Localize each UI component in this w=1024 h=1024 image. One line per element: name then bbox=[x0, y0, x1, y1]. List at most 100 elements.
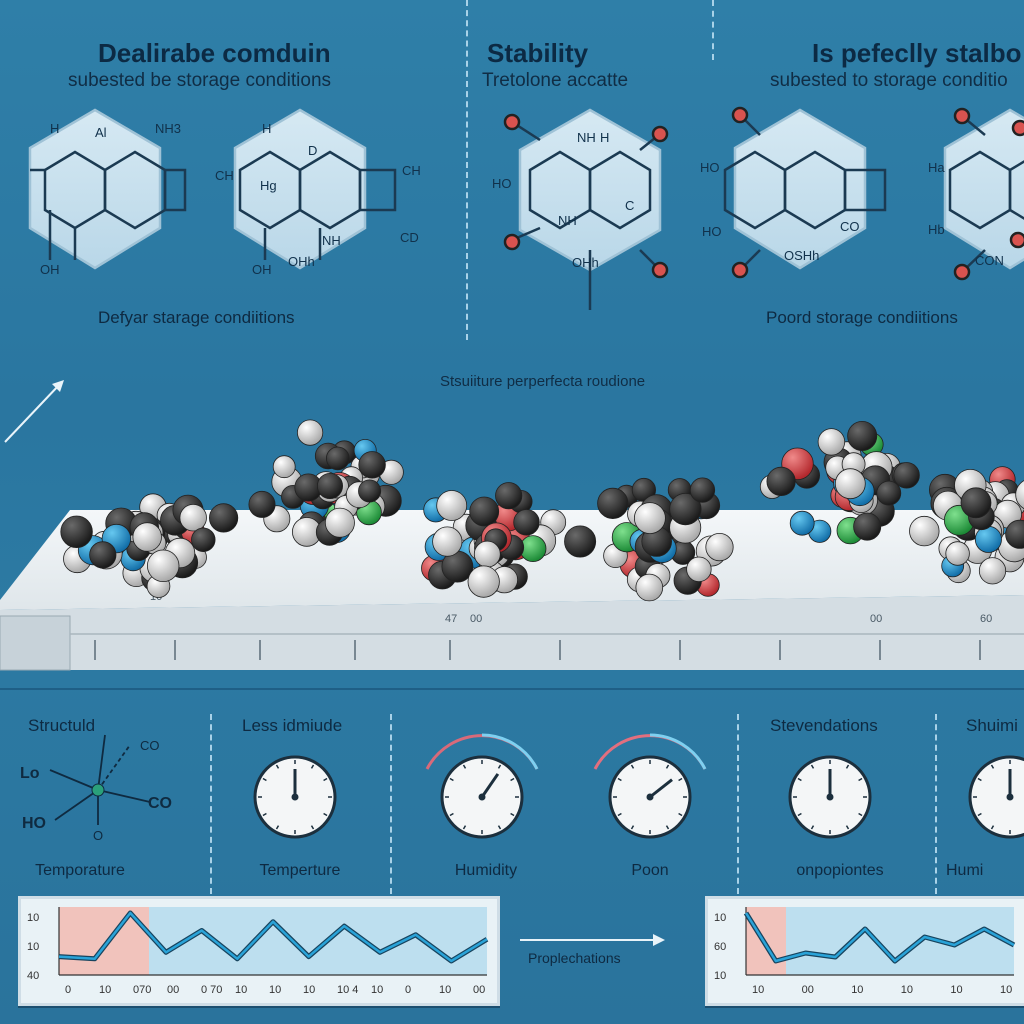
structure-atom: O bbox=[93, 828, 103, 843]
structure-atom: HO bbox=[22, 815, 46, 832]
gauge-needle bbox=[480, 773, 500, 798]
atom-sphere bbox=[945, 541, 970, 566]
gauge-tick bbox=[678, 777, 683, 782]
atom-sphere bbox=[766, 466, 796, 497]
gauge-arc-cool bbox=[649, 733, 707, 770]
atom-sphere bbox=[358, 451, 386, 479]
molecule-diagrams: H Al NH3 OH D CH CH Hg NH OHh OH CD H NH… bbox=[28, 106, 1024, 310]
middle-title: Stability bbox=[487, 38, 589, 68]
atom-sphere bbox=[60, 515, 93, 549]
atom-sphere bbox=[432, 526, 463, 557]
gauge-tick bbox=[665, 825, 670, 830]
atom-label: NH3 bbox=[155, 121, 181, 136]
dial-label: Humi bbox=[946, 862, 984, 879]
gauge-hub bbox=[1006, 793, 1014, 801]
atom-spheres bbox=[60, 419, 1024, 602]
atom-label: OHh bbox=[572, 255, 599, 270]
x-tick-label: 10 bbox=[99, 984, 111, 996]
gauge-tick bbox=[262, 777, 267, 782]
atom-sphere bbox=[495, 482, 523, 510]
gauge-hub bbox=[646, 793, 654, 801]
gauge-tick bbox=[665, 764, 670, 769]
atom-sphere bbox=[89, 541, 117, 569]
gauge-tick bbox=[630, 825, 635, 830]
y-tick-label: 40 bbox=[27, 970, 39, 982]
dial-label: onpopiontes bbox=[796, 862, 884, 879]
bottom-divider-4 bbox=[935, 714, 937, 894]
atom-sphere bbox=[705, 533, 734, 562]
atom-sphere bbox=[669, 493, 702, 526]
atom-sphere bbox=[325, 446, 350, 471]
atom-label: NH bbox=[322, 233, 341, 248]
right-title: Is pefeclly stalbo bbox=[812, 38, 1022, 68]
x-tick-label: 10 bbox=[752, 984, 764, 996]
gauge-tick bbox=[617, 777, 622, 782]
gauge-tick bbox=[845, 825, 850, 830]
gauge-tick bbox=[990, 825, 995, 830]
gauges bbox=[253, 733, 1024, 839]
gauge-tick bbox=[262, 812, 267, 817]
x-tick-label: 10 bbox=[851, 984, 863, 996]
molecular-model: 10 47 00 00 60 bbox=[0, 380, 1024, 671]
gauge-tick bbox=[323, 812, 328, 817]
molecule-3 bbox=[503, 108, 669, 310]
x-tick-label: 10 4 bbox=[337, 984, 358, 996]
gauge-hub bbox=[826, 793, 834, 801]
structure-atom: Lo bbox=[20, 765, 40, 782]
atom-sphere bbox=[834, 468, 866, 500]
atom-label: Al bbox=[95, 125, 107, 140]
atom-sphere bbox=[248, 490, 276, 518]
dial-header: Less idmiude bbox=[242, 716, 343, 735]
x-tick-label: 10 bbox=[235, 984, 247, 996]
left-title: Dealirabe comduin bbox=[98, 38, 331, 68]
gauge-tick bbox=[810, 825, 815, 830]
atom-sphere bbox=[634, 502, 666, 535]
atom-sphere bbox=[893, 462, 920, 489]
bottom-divider-2 bbox=[390, 714, 392, 894]
gauge-face bbox=[968, 755, 1024, 839]
y-tick-label: 10 bbox=[27, 941, 39, 953]
right-caption: Poord storage condiitions bbox=[766, 308, 958, 327]
atom-label: Hg bbox=[260, 178, 277, 193]
atom-label: Ha bbox=[928, 160, 945, 175]
gauge-tick bbox=[497, 825, 502, 830]
gauge-tick bbox=[630, 764, 635, 769]
x-tick-label: 10 bbox=[901, 984, 913, 996]
x-tick-label: 00 bbox=[473, 984, 485, 996]
atom-label: NH bbox=[558, 213, 577, 228]
gauge-tick bbox=[275, 764, 280, 769]
atom-sphere bbox=[324, 507, 355, 538]
platform-front bbox=[0, 595, 1024, 670]
x-tick-label: 00 bbox=[802, 984, 814, 996]
gauge-tick bbox=[845, 764, 850, 769]
atom-sphere bbox=[686, 556, 712, 583]
top-section: Dealirabe comduin subested be storage co… bbox=[0, 0, 1024, 360]
atom-sphere bbox=[689, 477, 716, 503]
gauge-tick bbox=[977, 812, 982, 817]
atom-sphere bbox=[473, 540, 501, 568]
gauge-tick bbox=[797, 777, 802, 782]
atom-label: CO bbox=[840, 219, 860, 234]
atom-label: CON bbox=[975, 253, 1004, 268]
molecule-5 bbox=[943, 107, 1024, 281]
atom-label: C bbox=[625, 198, 634, 213]
cool-band bbox=[786, 907, 1014, 975]
gauge-needle bbox=[649, 778, 673, 799]
molecule-1 bbox=[28, 108, 187, 270]
x-tick-label: 0 bbox=[405, 984, 411, 996]
y-tick-label: 60 bbox=[714, 941, 726, 953]
atom-sphere bbox=[469, 496, 500, 527]
bottom-section: Structuld Lo HO CO O CO Temporature Less… bbox=[0, 690, 1024, 1024]
chart-arrow-label: Proplechations bbox=[528, 950, 621, 966]
atom-sphere bbox=[974, 525, 1002, 553]
bottom-divider-1 bbox=[210, 714, 212, 894]
atom-sphere bbox=[272, 455, 296, 479]
atom-sphere bbox=[146, 549, 180, 583]
left-subtitle: subested be storage conditions bbox=[68, 70, 332, 91]
atom-sphere bbox=[132, 522, 162, 552]
gauge-tick bbox=[449, 777, 454, 782]
atom-label: H bbox=[50, 121, 59, 136]
gauge-tick bbox=[449, 812, 454, 817]
x-tick-label: 10 bbox=[303, 984, 315, 996]
